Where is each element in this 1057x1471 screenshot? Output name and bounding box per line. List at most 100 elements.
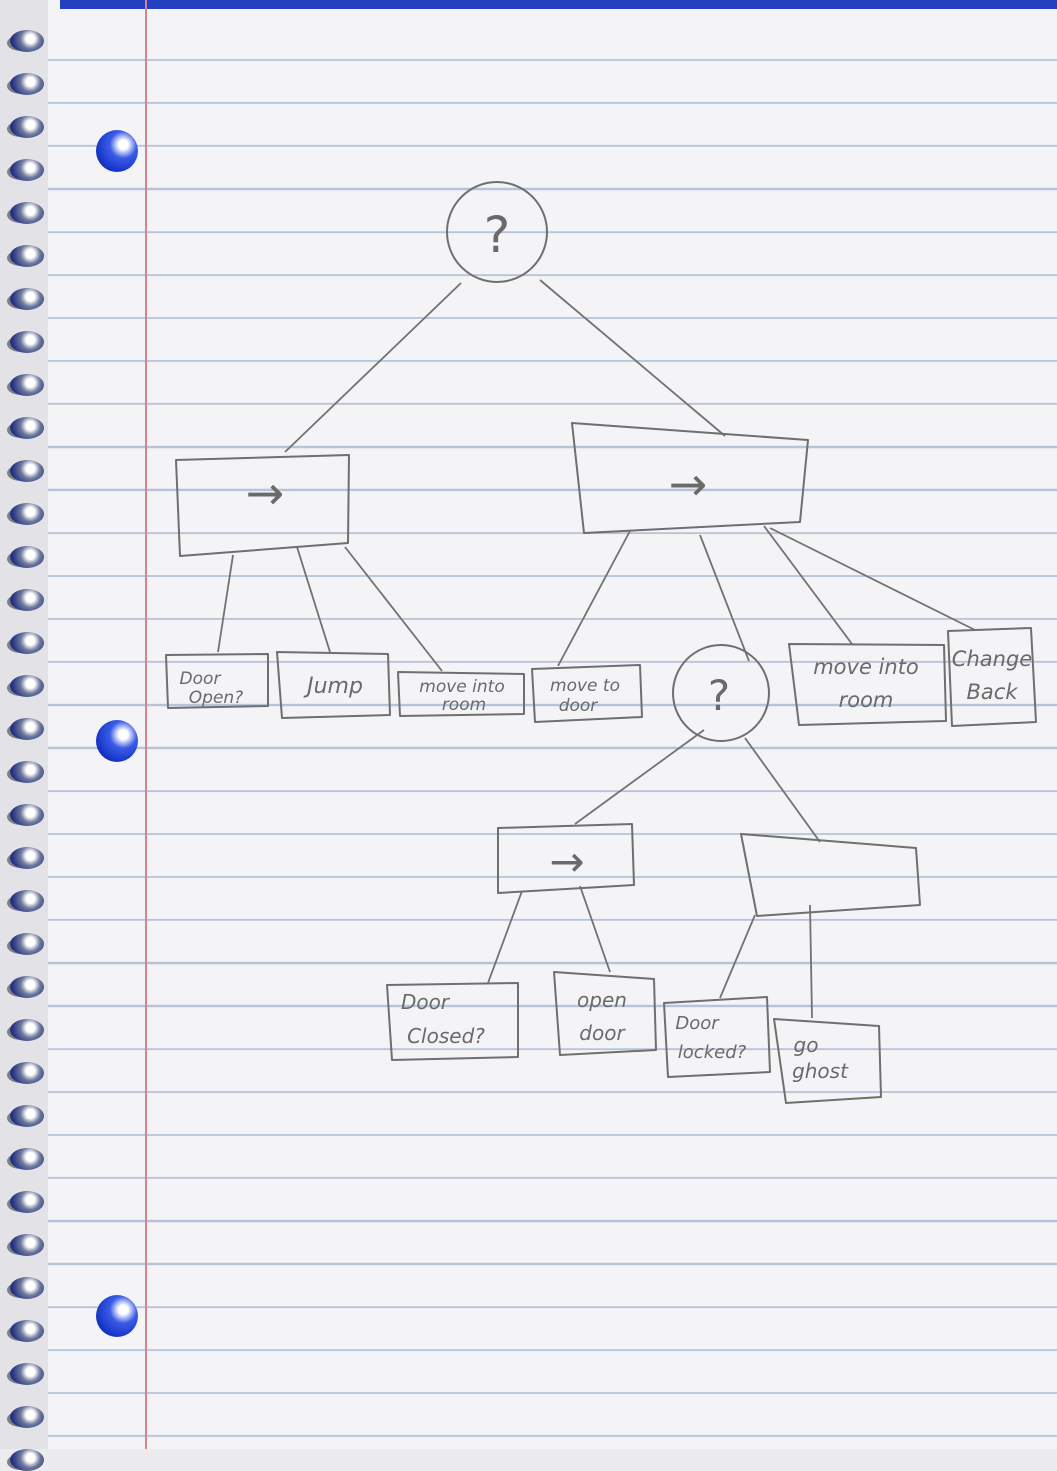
leaf-label-line: Back: [967, 680, 1019, 704]
spiral-coil: [10, 331, 44, 353]
leaf-box: [165, 653, 269, 709]
edge: [539, 279, 726, 437]
leaf-door-closed: Door Closed?: [386, 982, 519, 1061]
sequence-arrow-icon: →: [669, 457, 708, 511]
spiral-coil: [10, 460, 44, 482]
leaf-move-to-door: move to door: [531, 664, 643, 723]
selector-symbol: ?: [708, 671, 730, 720]
spiral-coil: [10, 288, 44, 310]
spiral-coil: [10, 890, 44, 912]
spiral-coil: [10, 632, 44, 654]
edge: [574, 729, 705, 825]
leaf-box: [947, 627, 1037, 727]
sequence-node-lower: →: [497, 823, 635, 894]
selector-node-middle: ?: [672, 644, 770, 742]
sequence-box: [571, 422, 809, 534]
leaf-go-ghost: go ghost: [773, 1018, 882, 1104]
leaf-door-locked: Door locked?: [663, 996, 771, 1078]
spiral-coil: [10, 73, 44, 95]
leaf-label-line: Closed?: [407, 1024, 485, 1048]
spiral-coil: [10, 761, 44, 783]
spiral-coil: [10, 503, 44, 525]
leaf-jump: Jump: [276, 651, 391, 719]
leaf-label-line: door: [559, 696, 599, 716]
edge: [296, 546, 331, 653]
edge: [557, 530, 631, 667]
spiral-coil: [10, 976, 44, 998]
spiral-coil: [10, 1406, 44, 1428]
leaf-label-line: Change: [952, 647, 1032, 671]
spiral-coil: [10, 1019, 44, 1041]
spiral-coil: [10, 417, 44, 439]
spiral-coil: [10, 1277, 44, 1299]
leaf-door-open: Door Open?: [165, 653, 269, 709]
leaf-box: [386, 982, 519, 1061]
leaf-label-line: move into: [419, 677, 504, 697]
leaf-label-line: ghost: [792, 1059, 849, 1083]
leaf-change-back: Change Back: [947, 627, 1037, 727]
edge: [284, 282, 462, 453]
leaf-label-line: go: [794, 1033, 819, 1057]
leaf-label-line: door: [579, 1021, 626, 1045]
sequence-node-left: →: [175, 454, 350, 557]
sequence-arrow-icon: →: [549, 837, 584, 886]
spiral-coil: [10, 847, 44, 869]
leaf-label-line: open: [577, 988, 627, 1012]
tree-edges: [217, 279, 976, 1019]
spiral-coil: [10, 116, 44, 138]
edge: [699, 534, 750, 662]
sequence-arrow-icon: →: [246, 466, 285, 520]
edge: [763, 525, 853, 645]
leaf-open-door: open door: [553, 971, 657, 1056]
edge: [809, 904, 813, 1019]
selector-circle: [446, 181, 548, 283]
root-selector-node: ?: [446, 181, 548, 283]
spiral-coil: [10, 546, 44, 568]
spiral-coil: [10, 1449, 44, 1471]
spiral-binding: [0, 0, 48, 1471]
leaf-box: [276, 651, 391, 719]
spiral-coil: [10, 30, 44, 52]
spiral-coil: [10, 1105, 44, 1127]
spiral-coil: [10, 202, 44, 224]
leaf-box: [663, 996, 771, 1078]
sequence-node-right: →: [571, 422, 809, 534]
leaf-label-line: move into: [813, 655, 919, 679]
spiral-coil: [10, 159, 44, 181]
spiral-coil: [10, 1320, 44, 1342]
spiral-coil: [10, 1191, 44, 1213]
empty-node-lower: [740, 833, 921, 917]
punch-hole: [96, 130, 138, 172]
leaf-label-line: Door: [180, 669, 222, 689]
spiral-coil: [10, 1363, 44, 1385]
leaf-move-into-room-1: move into room: [397, 671, 525, 717]
leaf-label-line: Door: [675, 1013, 720, 1034]
leaf-box: [553, 971, 657, 1056]
leaf-box: [773, 1018, 882, 1104]
edge: [217, 554, 234, 653]
spiral-coil: [10, 1148, 44, 1170]
edge: [719, 914, 756, 999]
sequence-box: [497, 823, 635, 894]
punch-hole: [96, 1295, 138, 1337]
leaf-label-line: Jump: [303, 674, 363, 699]
edge: [487, 890, 523, 984]
spiral-coil: [10, 1234, 44, 1256]
leaf-label-line: room: [839, 688, 894, 712]
sequence-box: [175, 454, 350, 557]
spiral-coil: [10, 245, 44, 267]
leaf-box: [788, 643, 947, 726]
spiral-coil: [10, 804, 44, 826]
leaf-label-line: move to: [550, 676, 620, 696]
page-top-edge: [60, 0, 1057, 9]
leaf-box: [531, 664, 643, 723]
leaf-label-line: Door: [401, 990, 451, 1014]
leaf-box: [397, 671, 525, 717]
empty-box: [740, 833, 921, 917]
spiral-coil: [10, 1062, 44, 1084]
edge: [769, 527, 976, 631]
selector-circle: [672, 644, 770, 742]
punch-hole: [96, 720, 138, 762]
